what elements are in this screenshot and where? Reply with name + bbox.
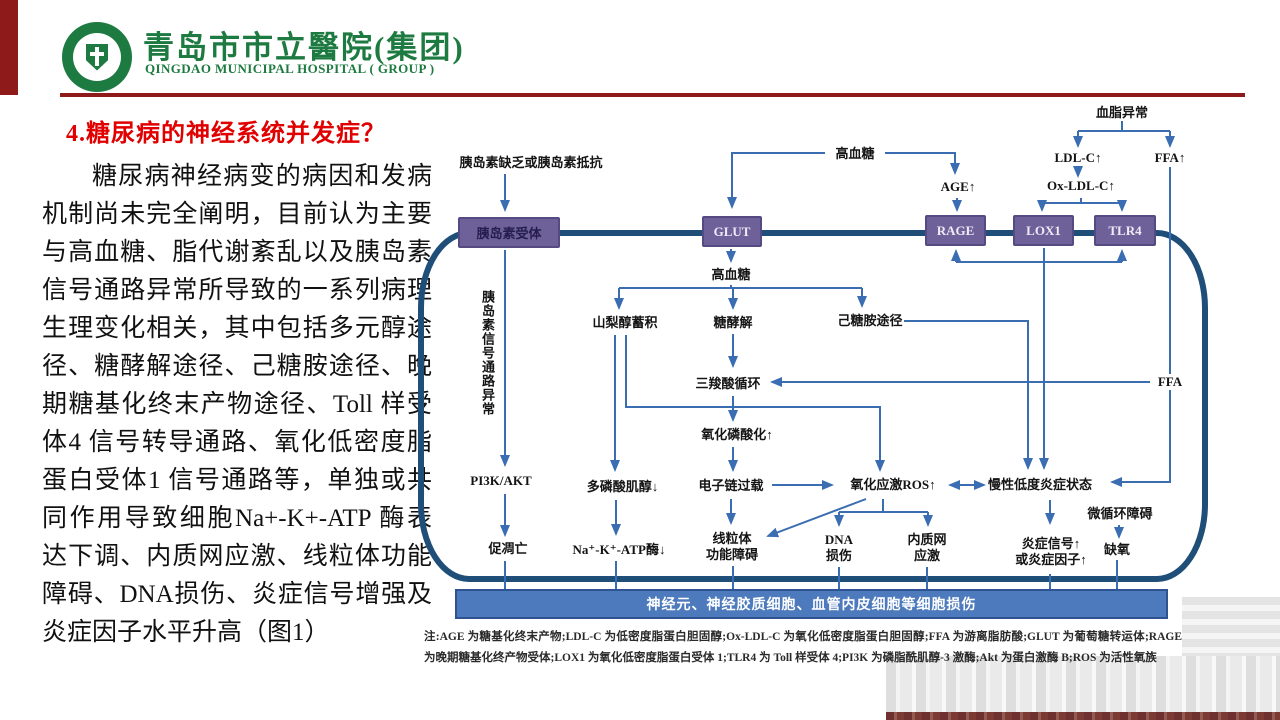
node-etc-overload: 电子链过载 <box>698 478 764 493</box>
node-inflammation-state: 慢性低度炎症状态 <box>987 477 1092 492</box>
logo-inner-circle <box>73 33 121 81</box>
page-title: 4.糖尿病的神经系统并发症？ <box>66 121 386 147</box>
figure-note: 注:AGE 为糖基化终末产物;LDL-C 为低密度脂蛋白胆固醇;Ox-LDL-C… <box>424 631 1182 665</box>
node-glycolysis: 糖酵解 <box>713 315 753 330</box>
node-ros: 氧化应激ROS↑ <box>850 477 936 492</box>
node-na-k-atpase: Na⁺-K⁺-ATP酶↓ <box>572 542 666 557</box>
node-tca-cycle: 三羧酸循环 <box>695 376 761 391</box>
node-dyslipidemia: 血脂异常 <box>1095 105 1148 120</box>
left-accent-bar <box>0 0 18 95</box>
cell-membrane <box>418 230 1208 582</box>
node-dna-damage: DNA 损伤 <box>824 532 854 563</box>
receptor-box-glut: GLUT <box>702 216 762 247</box>
node-hexosamine: 己糖胺途径 <box>837 313 903 328</box>
node-ffa-up: FFA↑ <box>1154 150 1186 165</box>
node-mitochondria: 线粒体 功能障碍 <box>705 531 758 562</box>
header-divider <box>60 93 1245 97</box>
node-age: AGE↑ <box>940 179 976 194</box>
node-microcirculation: 微循环障碍 <box>1087 506 1153 521</box>
node-hyperglycemia-inner: 高血糖 <box>711 267 751 282</box>
receptor-box-tlr4: TLR4 <box>1094 215 1156 246</box>
logo-shield-icon <box>86 43 108 71</box>
hospital-name-zh: 青岛市市立醫院(集团) <box>143 30 465 65</box>
node-apoptosis: 促凋亡 <box>488 541 528 556</box>
node-er-stress: 内质网 应激 <box>907 532 947 563</box>
node-pi3k-akt: PI3K/AKT <box>470 473 532 488</box>
node-insulin-lack: 胰岛素缺乏或胰岛素抵抗 <box>459 155 603 170</box>
building-watermark-low <box>886 656 1280 714</box>
node-sorbitol: 山梨醇蓄积 <box>592 315 658 330</box>
node-oxphos: 氧化磷酸化↑ <box>701 427 773 442</box>
node-ldl-c: LDL-C↑ <box>1054 150 1102 165</box>
hospital-name-en: QINGDAO MUNICIPAL HOSPITAL ( GROUP ) <box>145 61 435 76</box>
node-hyperglycemia-top: 高血糖 <box>825 146 885 162</box>
bottom-photo-strip <box>886 712 1280 720</box>
node-hypoxia: 缺氧 <box>1103 542 1130 557</box>
node-inflammatory-signal: 炎症信号↑ 或炎症因子↑ <box>1015 536 1087 567</box>
node-insulin-pathway: 胰岛素信号通路异常 <box>480 290 495 416</box>
node-polyphosphoinositide: 多磷酸肌醇↓ <box>586 479 659 494</box>
body-paragraph: 糖尿病神经病变的病因和发病机制尚未完全阐明，目前认为主要与高血糖、脂代谢紊乱以及… <box>42 163 432 646</box>
cell-damage-bar: 神经元、神经胶质细胞、血管内皮细胞等细胞损伤 <box>455 589 1168 619</box>
receptor-box-lox1: LOX1 <box>1013 215 1074 246</box>
node-ffa-inner: FFA <box>1150 374 1190 390</box>
hospital-logo-icon <box>62 22 132 92</box>
node-ox-ldl-c: Ox-LDL-C↑ <box>1047 178 1115 193</box>
receptor-box-insulin: 胰岛素受体 <box>458 217 560 248</box>
receptor-box-rage: RAGE <box>925 215 986 246</box>
